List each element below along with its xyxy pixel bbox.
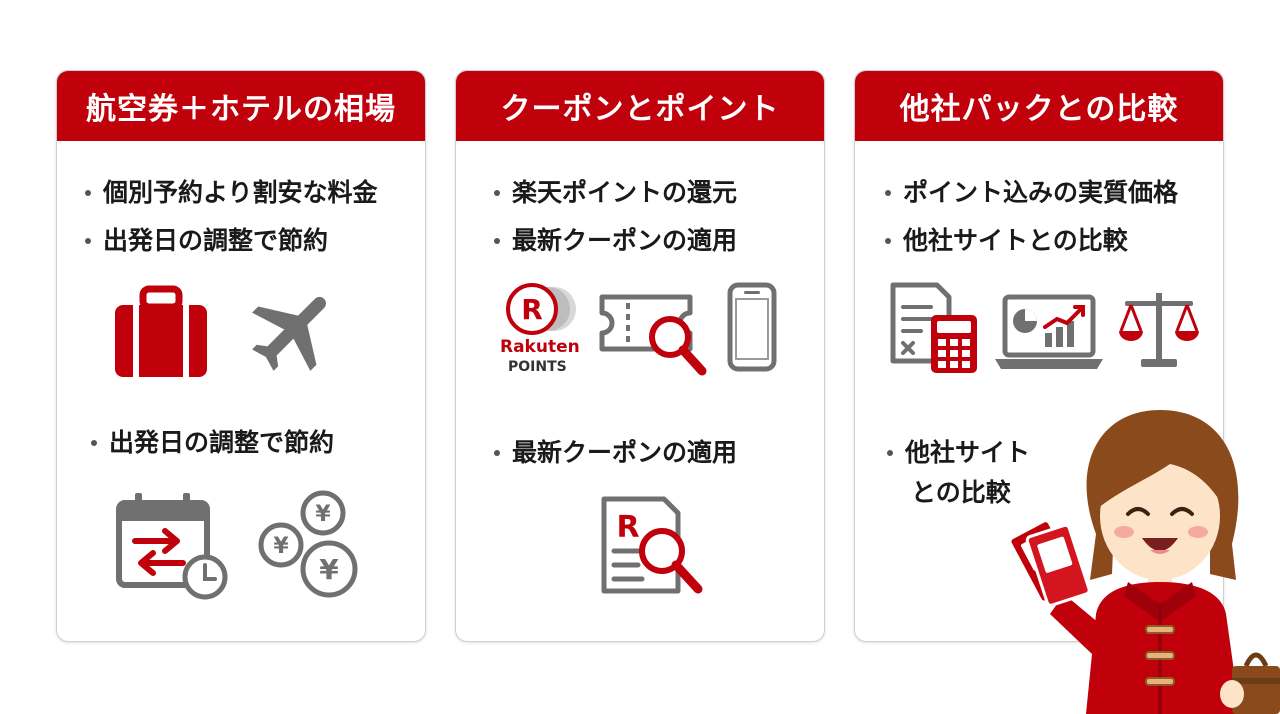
rakuten-points-logo: R Rakuten POINTS [496,281,586,381]
bullet-item: ポイント込みの実質価格 [885,169,1178,217]
balance-scale-icon [1119,293,1199,367]
sub-bullet-item: 最新クーポンの適用 [494,433,737,473]
sub-bullet-list: 出発日の調整で節約 [91,423,334,463]
sub-bullet-item: 出発日の調整で節約 [91,423,334,463]
bullet-item: 他社サイトとの比較 [885,217,1178,265]
document-calculator-icon [890,282,977,373]
card-coupon-points: クーポンとポイント 楽天ポイントの還元 最新クーポンの適用 R Rakuten … [455,70,825,642]
woman-with-tickets-illustration [1008,410,1280,714]
card-title: クーポンとポイント [456,71,824,141]
svg-text:¥: ¥ [315,502,331,527]
logo-sub-text: POINTS [508,359,567,375]
sub-bullet-item: 他社サイト [887,433,1030,473]
bullet-list: 楽天ポイントの還元 最新クーポンの適用 [494,169,737,265]
card-title: 航空券＋ホテルの相場 [57,71,425,141]
logo-brand-text: Rakuten [500,337,580,357]
bullet-item: 楽天ポイントの還元 [494,169,737,217]
bullet-list: 個別予約より割安な料金 出発日の調整で節約 [85,169,378,265]
coupon-search-icon [599,294,707,376]
card-title: 他社パックとの比較 [855,71,1223,141]
bullet-item: 個別予約より割安な料金 [85,169,378,217]
sub-bullet-list: 他社サイト との比較 [887,433,1030,513]
svg-text:R: R [616,510,639,545]
airplane-icon [252,296,327,371]
document-search-icon: R [601,496,703,594]
logo-letter: R [521,293,543,326]
calendar-swap-icon [116,493,228,600]
smartphone-icon [727,282,777,372]
sub-bullet-list: 最新クーポンの適用 [494,433,737,473]
bullet-item: 出発日の調整で節約 [85,217,378,265]
bullet-list: ポイント込みの実質価格 他社サイトとの比較 [885,169,1178,265]
sub-bullet-item-continued: との比較 [911,478,1011,507]
svg-text:¥: ¥ [319,553,339,586]
svg-text:¥: ¥ [273,534,289,559]
card-airfare-hotel: 航空券＋ホテルの相場 個別予約より割安な料金 出発日の調整で節約 出発日の調整で… [56,70,426,642]
laptop-chart-icon [995,294,1103,369]
yen-coins-icon: ¥ ¥ ¥ [258,490,358,598]
bullet-item: 最新クーポンの適用 [494,217,737,265]
suitcase-icon [115,285,207,377]
